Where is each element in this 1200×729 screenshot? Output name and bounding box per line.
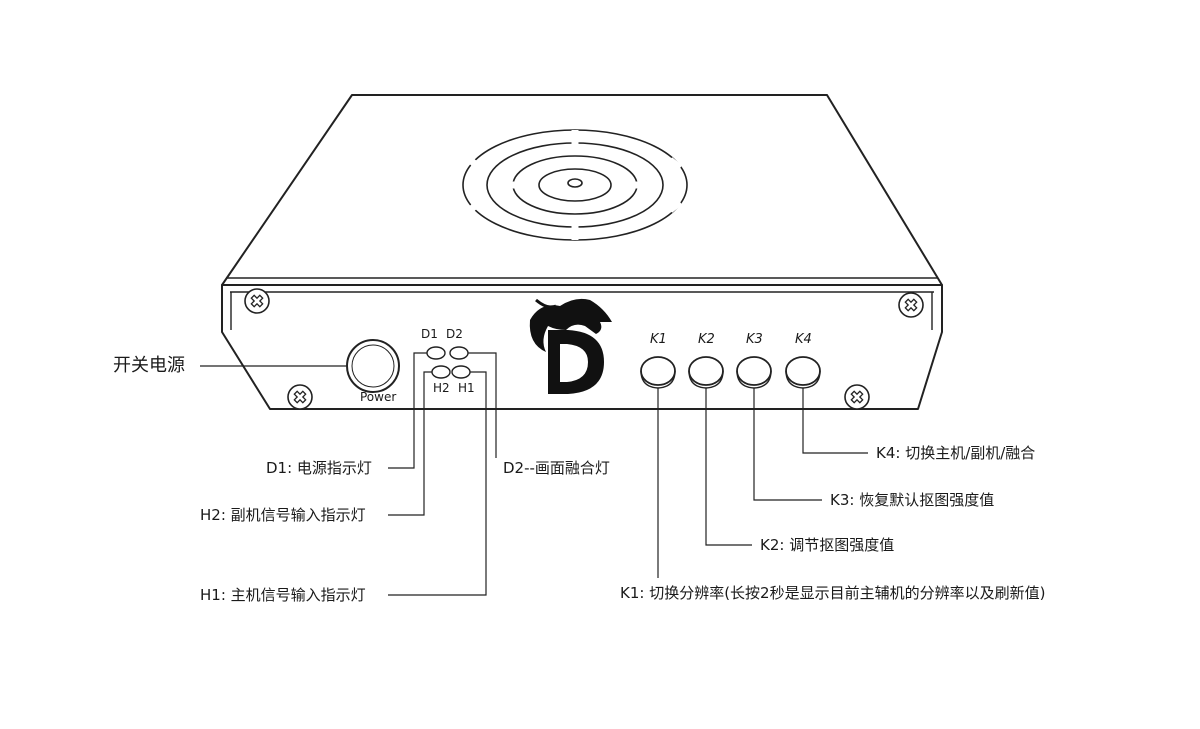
led-d2-label: D2 [446, 327, 463, 341]
h1-callout: H1: 主机信号输入指示灯 [200, 586, 366, 604]
dragon-d-logo-icon [529, 298, 612, 394]
key-k1-label: K1 [650, 332, 667, 347]
h2-callout: H2: 副机信号输入指示灯 [200, 506, 366, 524]
screw-bottom-right-icon [844, 384, 870, 410]
screw-bottom-left-icon [287, 384, 313, 410]
led-h1 [451, 365, 471, 379]
led-indicators [426, 346, 471, 379]
key-k4-button[interactable] [785, 356, 821, 389]
vent-gaps [467, 130, 683, 240]
k3-callout: K3: 恢复默认抠图强度值 [830, 491, 995, 509]
device-bevels [226, 277, 938, 330]
d1-callout: D1: 电源指示灯 [266, 459, 372, 477]
led-d2 [449, 346, 469, 360]
power-label: Power [360, 390, 397, 404]
leader-lines [200, 352, 868, 596]
d2-callout: D2--画面融合灯 [503, 459, 610, 477]
key-k4-label: K4 [795, 332, 812, 347]
device-body [221, 94, 943, 410]
led-d1 [426, 346, 446, 360]
key-k2-button[interactable] [688, 356, 724, 389]
key-k1-button[interactable] [640, 356, 676, 389]
power-knob[interactable] [346, 339, 400, 393]
led-h2 [431, 365, 451, 379]
k2-callout: K2: 调节抠图强度值 [760, 536, 895, 554]
led-d1-label: D1 [421, 327, 438, 341]
screw-top-right-icon [898, 292, 924, 318]
key-k2-label: K2 [698, 332, 715, 347]
k1-callout: K1: 切换分辨率(长按2秒是显示目前主辅机的分辨率以及刷新值) [620, 584, 1046, 602]
led-h2-label: H2 [433, 381, 450, 395]
k4-callout: K4: 切换主机/副机/融合 [876, 444, 1036, 462]
screw-top-left-icon [244, 288, 270, 314]
power-switch-callout: 开关电源 [113, 355, 185, 376]
led-h1-label: H1 [458, 381, 475, 395]
key-k3-label: K3 [746, 332, 763, 347]
key-k3-button[interactable] [736, 356, 772, 389]
